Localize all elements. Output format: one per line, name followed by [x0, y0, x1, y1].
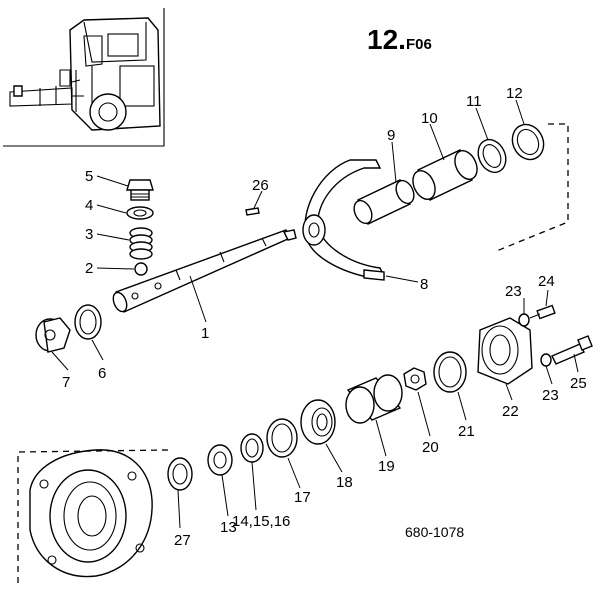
- callout-5: 5: [85, 168, 93, 185]
- part-24-bolt: [529, 304, 556, 320]
- part-21-ring: [433, 351, 467, 393]
- part-2-ball: [134, 262, 148, 276]
- part-8-shift-fork: [302, 159, 386, 281]
- callout-6: 6: [98, 365, 106, 382]
- part-11-ring: [477, 138, 507, 174]
- callout-26: 26: [252, 177, 269, 194]
- callout-14-15-16: 14,15,16: [232, 513, 290, 530]
- callout-27: 27: [174, 532, 191, 549]
- gearbox-housing: [29, 449, 153, 578]
- part-27-ring: [167, 457, 193, 491]
- part-7-plug: [35, 317, 71, 353]
- callout-18: 18: [336, 474, 353, 491]
- part-22-cover: [477, 316, 533, 385]
- callout-24: 24: [538, 273, 555, 290]
- callout-9: 9: [387, 127, 395, 144]
- page-code: F06: [405, 36, 432, 53]
- callout-1: 1: [201, 325, 209, 342]
- drawing-number: 680-1078: [405, 524, 465, 540]
- callout-13: 13: [220, 519, 237, 536]
- part-1-shift-rod: [112, 229, 297, 313]
- part-17-ring: [266, 418, 298, 458]
- leader-lines: [51, 99, 579, 529]
- callout-23-bottom: 23: [542, 387, 559, 404]
- callout-20: 20: [422, 439, 439, 456]
- callout-10: 10: [421, 110, 438, 127]
- callout-7: 7: [62, 374, 70, 391]
- callout-12: 12: [506, 85, 523, 102]
- part-6-seal-ring: [74, 304, 102, 340]
- part-18-bearing: [300, 399, 336, 445]
- callout-22: 22: [502, 403, 519, 420]
- callout-3: 3: [85, 226, 93, 243]
- part-5-plug-screw: [126, 179, 154, 201]
- part-12-ring: [511, 123, 545, 161]
- callout-21: 21: [458, 423, 475, 440]
- part-23-washer-bottom: [540, 353, 552, 367]
- part-14-15-16-shims: [240, 433, 264, 463]
- truck-thumbnail: [3, 8, 165, 147]
- part-9-tube: [353, 179, 415, 225]
- part-19-bushing: [345, 374, 403, 424]
- part-20-nut: [403, 367, 427, 391]
- part-13-washer: [207, 444, 233, 476]
- part-23-washer-top: [518, 313, 530, 327]
- callout-25: 25: [570, 375, 587, 392]
- part-3-spring: [129, 227, 153, 260]
- callout-11: 11: [466, 93, 482, 110]
- callout-23-top: 23: [505, 283, 522, 300]
- assembly-bracket-upper: [493, 123, 569, 253]
- part-4-washer: [126, 206, 154, 220]
- callout-labels: 5 4 3 2 26 1 9 10 11 12 8 7 6 27 13 14,1…: [62, 85, 587, 549]
- callout-19: 19: [378, 458, 395, 475]
- callout-4: 4: [85, 197, 93, 214]
- part-25-bolt: [551, 335, 593, 365]
- callout-2: 2: [85, 260, 93, 277]
- callout-17: 17: [294, 489, 311, 506]
- part-10-sleeve: [412, 149, 478, 201]
- page-title: 12.F06: [367, 24, 432, 56]
- callout-8: 8: [420, 276, 428, 293]
- page-number: 12.: [367, 24, 406, 55]
- part-26-pin: [245, 207, 260, 216]
